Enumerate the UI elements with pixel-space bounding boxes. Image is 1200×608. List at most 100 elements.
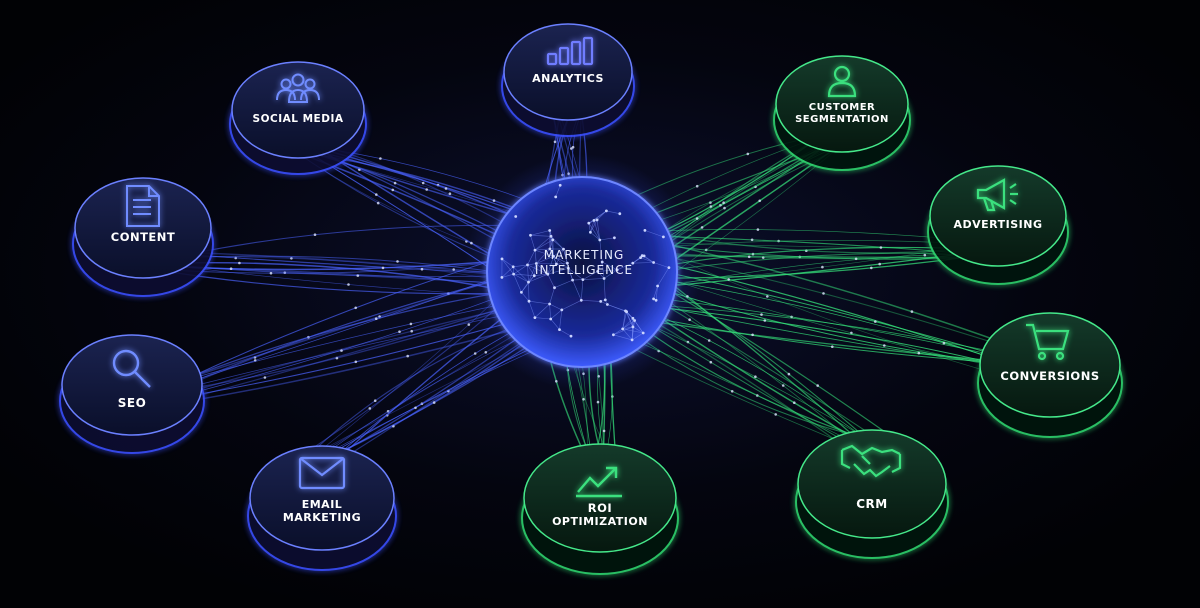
mesh-link — [513, 273, 522, 293]
mesh-node — [566, 261, 569, 265]
mesh-link — [607, 304, 627, 312]
mesh-link — [613, 326, 634, 336]
node-customer-segmentation[interactable]: CUSTOMER SEGMENTATION — [773, 55, 911, 171]
mesh-link — [556, 248, 564, 265]
node-seo[interactable]: SEO — [59, 334, 205, 454]
mesh-link — [513, 273, 535, 276]
strand-spark — [707, 339, 711, 342]
strand-spark — [879, 246, 883, 249]
mesh-link — [547, 268, 569, 275]
mesh-link — [622, 318, 634, 330]
mesh-link — [582, 271, 598, 280]
strand-spark — [229, 267, 233, 271]
mesh-link — [521, 292, 530, 302]
strand-spark — [393, 181, 397, 185]
mesh-link — [528, 301, 536, 318]
mesh-node — [579, 298, 583, 302]
mesh-node — [656, 284, 659, 288]
strand-spark — [766, 295, 769, 298]
mesh-link — [534, 248, 550, 251]
strand-spark — [452, 268, 456, 271]
trend-up-icon — [576, 466, 622, 498]
strand-spark — [381, 266, 385, 270]
strand-spark — [374, 317, 378, 321]
strand-spark — [444, 187, 448, 190]
mesh-node — [643, 229, 647, 232]
envelope-icon — [298, 456, 346, 490]
strand-spark — [719, 203, 722, 207]
mesh-node — [552, 254, 555, 258]
node-advertising[interactable]: ADVERTISING — [927, 165, 1069, 285]
mesh-link — [536, 263, 557, 265]
strand-spark — [409, 322, 413, 326]
strand-spark — [373, 399, 377, 403]
mesh-node — [599, 300, 603, 303]
mesh-link — [593, 220, 601, 241]
mesh-node — [603, 298, 607, 302]
mesh-node — [589, 230, 592, 234]
mesh-link — [530, 235, 552, 237]
mesh-node — [534, 262, 538, 265]
mesh-node — [615, 268, 619, 272]
strand-spark — [763, 319, 767, 322]
mesh-link — [597, 271, 605, 279]
mesh-link — [588, 219, 598, 224]
node-advertising-label: ADVERTISING — [954, 218, 1043, 231]
node-crm[interactable]: CRM — [795, 429, 949, 559]
strand-spark — [850, 331, 853, 335]
mesh-node — [533, 316, 537, 319]
mesh-link — [655, 285, 658, 301]
mesh-node — [529, 233, 532, 237]
strand-spark — [356, 274, 360, 277]
node-layer: ANALYTICS SOCIAL MEDIA CUSTO — [59, 23, 1123, 575]
mesh-link — [643, 255, 654, 263]
mesh-link — [622, 326, 633, 330]
mesh-link — [590, 232, 600, 241]
mesh-node — [613, 236, 616, 240]
mesh-link — [501, 273, 514, 278]
mesh-link — [536, 248, 551, 264]
strand-spark — [396, 260, 399, 263]
strand-spark — [923, 253, 927, 257]
mesh-node — [633, 319, 636, 322]
node-seo-label: SEO — [118, 396, 147, 410]
node-content[interactable]: CONTENT — [72, 177, 214, 297]
mesh-link — [501, 258, 514, 275]
mesh-node — [654, 298, 658, 302]
strand-spark — [746, 152, 750, 156]
mesh-link — [534, 317, 551, 320]
strand-spark — [570, 147, 573, 150]
strand-spark — [750, 238, 754, 242]
mesh-node — [642, 254, 646, 258]
mesh-node — [595, 218, 599, 222]
mesh-link — [513, 273, 529, 283]
mesh-node — [567, 266, 570, 270]
people-group-icon — [276, 73, 320, 103]
mesh-node — [592, 219, 596, 222]
mesh-node — [558, 328, 561, 331]
node-email-marketing[interactable]: EMAIL MARKETING — [247, 445, 397, 571]
strand-spark — [774, 413, 777, 416]
strand-spark — [375, 193, 378, 196]
node-customer-segmentation-label-1: CUSTOMER — [809, 102, 875, 113]
node-social-media[interactable]: SOCIAL MEDIA — [229, 61, 367, 175]
mesh-link — [555, 185, 561, 198]
mesh-node — [546, 272, 550, 276]
node-conversions[interactable]: CONVERSIONS — [977, 312, 1123, 438]
mesh-link — [534, 249, 554, 257]
mesh-node — [652, 297, 655, 301]
mesh-link — [602, 261, 618, 271]
mesh-link — [599, 237, 615, 241]
mesh-link — [528, 282, 530, 302]
mesh-link — [613, 334, 633, 341]
node-roi-optimization[interactable]: ROI OPTIMIZATION — [521, 443, 679, 575]
strand-spark — [917, 351, 921, 355]
strand-spark — [335, 356, 339, 360]
node-analytics[interactable]: ANALYTICS — [501, 23, 635, 137]
mesh-link — [536, 256, 554, 264]
mesh-link — [653, 262, 669, 268]
sphere-network-mesh — [500, 183, 671, 342]
mesh-link — [597, 261, 603, 272]
strand-spark — [473, 352, 477, 355]
strand-spark — [354, 360, 358, 364]
